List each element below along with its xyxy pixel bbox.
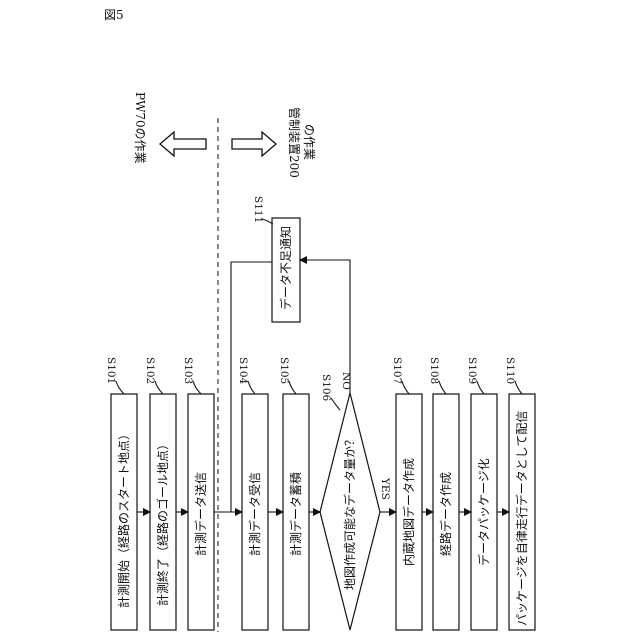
svg-text:S108: S108 xyxy=(428,357,440,384)
step-id-s101: S101 xyxy=(105,357,124,394)
lane-left-label: PW70の作業 xyxy=(133,92,147,164)
branch-no-label: NO xyxy=(340,372,352,390)
branch-yes-label: YES xyxy=(379,477,391,500)
svg-text:S102: S102 xyxy=(144,357,156,384)
step-id-s107: S107 xyxy=(391,357,409,394)
step-box-s110: パッケージを自律走行データとして配信 xyxy=(509,394,535,630)
left-lane-arrow-icon xyxy=(160,132,206,156)
step-box-s105: 計測データ蓄積 xyxy=(283,394,309,630)
step-box-s104: 計測データ受信 xyxy=(242,394,268,630)
lane-right-label-2: の作業 xyxy=(302,124,316,160)
step-label-s104: 計測データ受信 xyxy=(247,472,262,556)
step-box-s108: 経路データ作成 xyxy=(433,394,459,630)
step-id-s105: S105 xyxy=(278,357,296,394)
svg-text:S101: S101 xyxy=(105,357,117,384)
step-id-s111: S111 xyxy=(252,196,273,224)
svg-text:S107: S107 xyxy=(391,357,403,384)
step-id-s110: S110 xyxy=(504,357,522,394)
right-lane-arrow-icon xyxy=(232,132,276,156)
step-id-s108: S108 xyxy=(428,357,446,394)
step-label-s111: データ不足通知 xyxy=(278,226,293,310)
step-label-s108: 経路データ作成 xyxy=(438,472,453,556)
step-label-s105: 計測データ蓄積 xyxy=(288,472,303,556)
step-id-s106: S106 xyxy=(320,374,340,410)
step-box-s109: データパッケージ化 xyxy=(471,394,497,630)
step-label-s107: 内蔵地図データ作成 xyxy=(401,458,416,566)
step-label-s101: 計測開始（経路のスタート地点） xyxy=(116,428,131,608)
svg-text:S105: S105 xyxy=(278,357,290,384)
step-box-s107: 内蔵地図データ作成 xyxy=(396,394,422,630)
step-id-s102: S102 xyxy=(144,357,163,394)
step-box-s101: 計測開始（経路のスタート地点） xyxy=(111,394,137,630)
lane-right-label: 管制装置200 xyxy=(287,107,302,178)
step-label-s102: 計測終了（経路のゴール地点） xyxy=(155,438,170,606)
step-box-s111: データ不足通知 xyxy=(272,218,300,322)
svg-text:S103: S103 xyxy=(182,357,194,384)
step-decision-s106: 地図作成可能なデータ量か？ xyxy=(320,393,380,630)
svg-text:S110: S110 xyxy=(504,357,516,384)
step-box-s102: 計測終了（経路のゴール地点） xyxy=(150,394,176,630)
step-label-s109: データパッケージ化 xyxy=(476,458,491,566)
svg-text:S106: S106 xyxy=(320,374,332,402)
svg-text:S104: S104 xyxy=(237,357,249,385)
step-id-s104: S104 xyxy=(237,357,255,394)
step-label-s106: 地図作成可能なデータ量か？ xyxy=(342,434,357,590)
step-label-s110: パッケージを自律走行データとして配信 xyxy=(514,411,529,626)
step-id-s109: S109 xyxy=(466,357,484,394)
step-id-s103: S103 xyxy=(182,357,201,394)
step-box-s103: 計測データ送信 xyxy=(188,394,214,630)
svg-text:S109: S109 xyxy=(466,357,478,384)
step-label-s103: 計測データ送信 xyxy=(193,472,208,556)
